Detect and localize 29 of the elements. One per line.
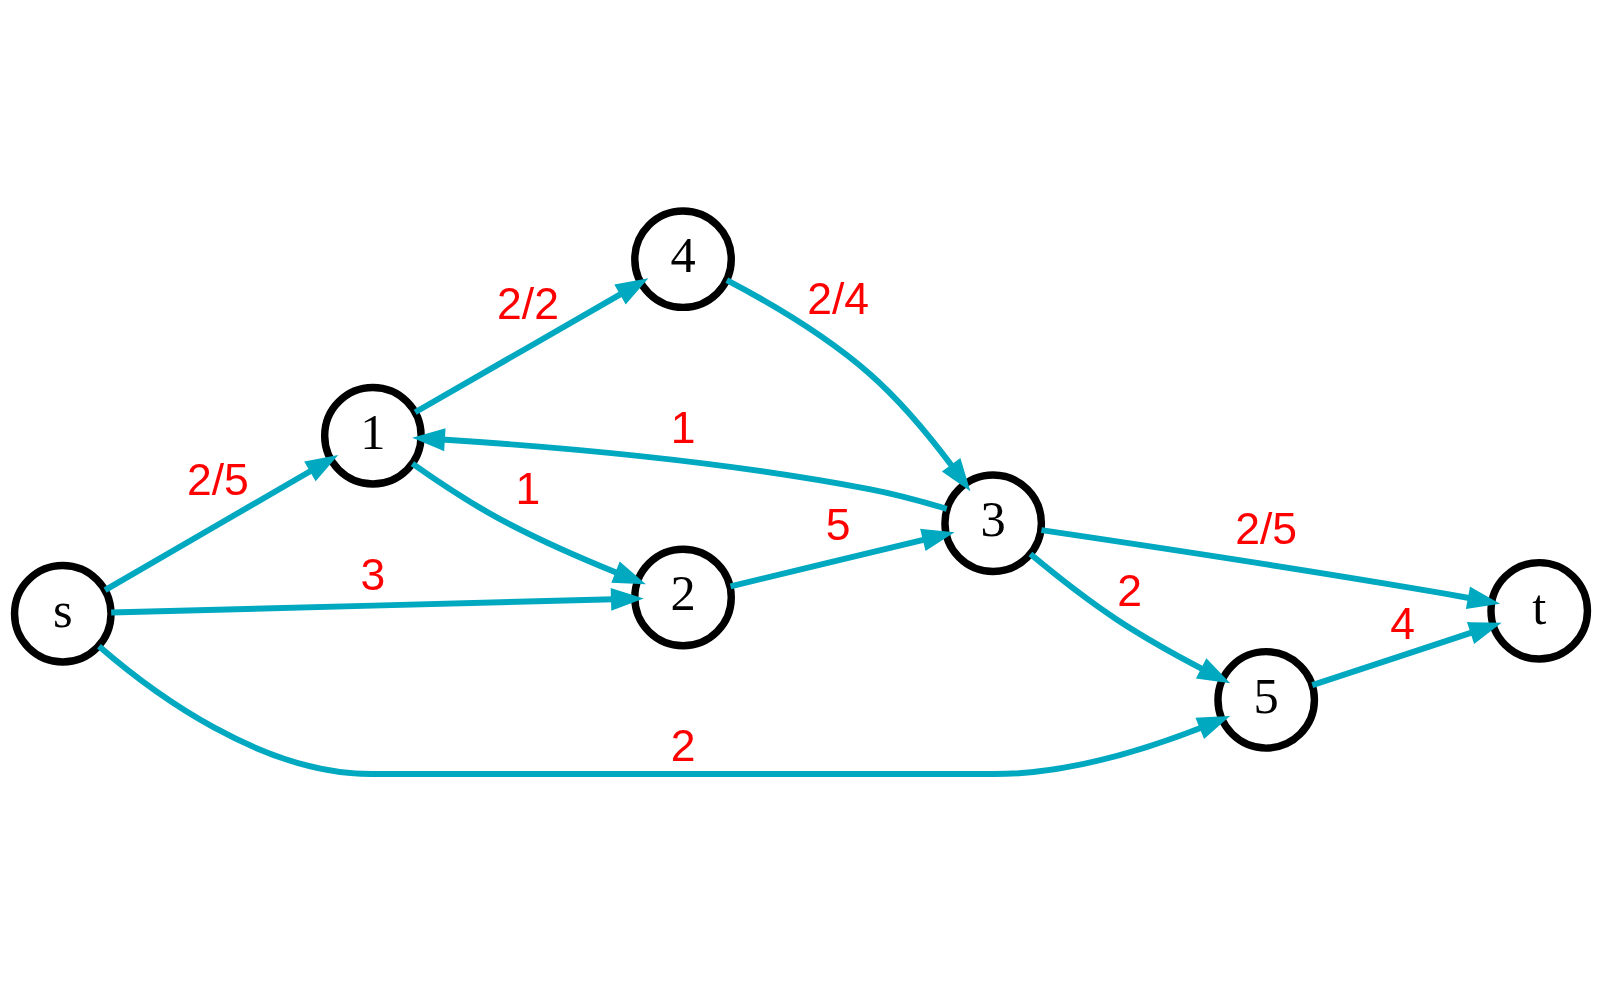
node-circle: 5 [1214,647,1319,752]
edge-label: 2 [1117,566,1143,616]
edge-label: 2/4 [807,274,870,324]
arrow [729,528,955,590]
arrow [111,587,644,616]
node-circle: 1 [320,383,425,488]
edge-label: 2/5 [1235,504,1298,554]
node-circle: 2 [631,545,735,650]
arrow [1040,527,1501,610]
arrow [725,277,971,492]
node-circle: s [10,561,115,666]
edge-label: 4 [1390,599,1416,649]
arrow [410,461,646,585]
edge-label: 2/5 [186,455,249,505]
arrow [413,278,649,415]
edge-label: 2/2 [497,278,559,328]
edge-label: 1 [670,403,696,453]
arrow [103,454,339,593]
arrow [97,643,1231,778]
arrow [412,428,948,512]
edge-label: 1 [515,464,541,513]
node-circle: 3 [941,471,1046,576]
node-circle: 4 [631,207,735,312]
arrow [1028,551,1231,684]
edge-label: 3 [360,550,386,600]
edge-label: 2 [670,720,696,770]
arrow [1311,622,1502,688]
edge-label: 5 [825,499,851,549]
node-circle: t [1487,558,1592,663]
